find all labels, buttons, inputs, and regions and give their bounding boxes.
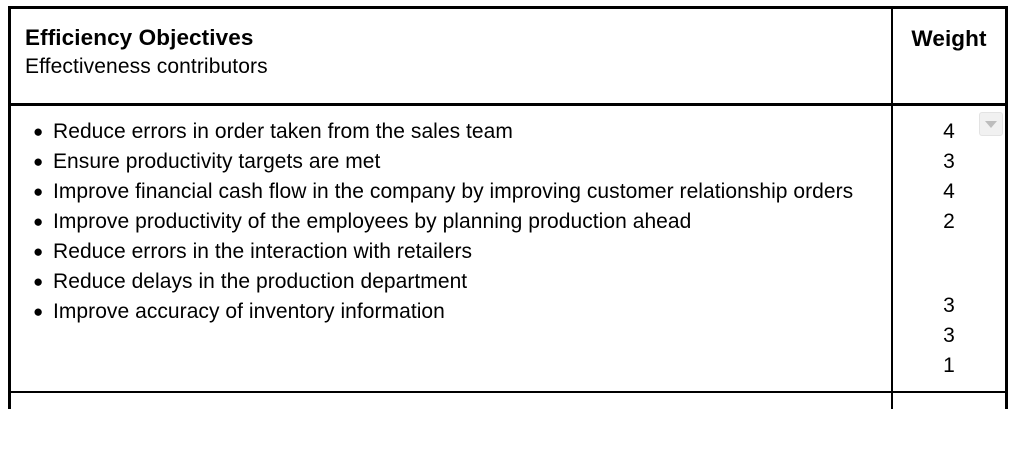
objective-text: Reduce errors in the interaction with re…	[53, 240, 473, 263]
next-row-objectives-cell	[11, 393, 893, 409]
chevron-down-icon[interactable]	[979, 112, 1003, 136]
table-row: ● Reduce errors in order taken from the …	[11, 117, 891, 147]
chevron-down-glyph	[985, 120, 997, 128]
objective-text: Reduce errors in order taken from the sa…	[53, 120, 513, 143]
bullet-icon: ●	[33, 212, 44, 231]
next-table-row-partial	[11, 393, 1005, 409]
objective-text: Improve financial cash flow in the compa…	[53, 180, 854, 203]
bullet-icon: ●	[33, 242, 44, 261]
objectives-table: Efficiency Objectives Effectiveness cont…	[8, 6, 1008, 409]
table-row: ● Reduce delays in the production depart…	[11, 267, 891, 297]
weight-value: 4	[943, 180, 955, 203]
weight-value: 1	[943, 354, 955, 377]
table-body: ● Reduce errors in order taken from the …	[11, 106, 1005, 393]
weight-value: 3	[943, 294, 955, 317]
weight-column: 4 3 4 2 3 3 1	[893, 106, 1005, 391]
table-row: ● Ensure productivity targets are met	[11, 147, 891, 177]
weight-value: 4	[943, 120, 955, 143]
objective-text: Improve accuracy of inventory informatio…	[53, 300, 445, 323]
header-cell-objectives: Efficiency Objectives Effectiveness cont…	[11, 9, 893, 103]
objectives-column: ● Reduce errors in order taken from the …	[11, 106, 893, 391]
bullet-icon: ●	[33, 122, 44, 141]
table-row: ● Improve productivity of the employees …	[11, 207, 891, 237]
table-row: ● Improve financial cash flow in the com…	[11, 177, 891, 207]
header-cell-weight: Weight	[893, 9, 1005, 103]
bullet-icon: ●	[33, 182, 44, 201]
table-header-row: Efficiency Objectives Effectiveness cont…	[11, 9, 1005, 106]
weight-value: 3	[943, 150, 955, 173]
weight-value: 3	[943, 324, 955, 347]
page-title: Efficiency Objectives	[25, 25, 254, 50]
bullet-icon: ●	[33, 152, 44, 171]
table-row: ● Reduce errors in the interaction with …	[11, 237, 891, 267]
weight-value: 2	[943, 210, 955, 233]
page-subtitle: Effectiveness contributors	[25, 54, 268, 78]
table-row: ● Improve accuracy of inventory informat…	[11, 297, 891, 327]
objective-text: Reduce delays in the production departme…	[53, 270, 468, 293]
objective-text: Improve productivity of the employees by…	[53, 210, 692, 233]
objective-text: Ensure productivity targets are met	[53, 150, 381, 173]
bullet-icon: ●	[33, 272, 44, 291]
bullet-icon: ●	[33, 302, 44, 321]
next-row-weight-cell	[893, 393, 1005, 409]
column-header-weight: Weight	[911, 26, 987, 51]
